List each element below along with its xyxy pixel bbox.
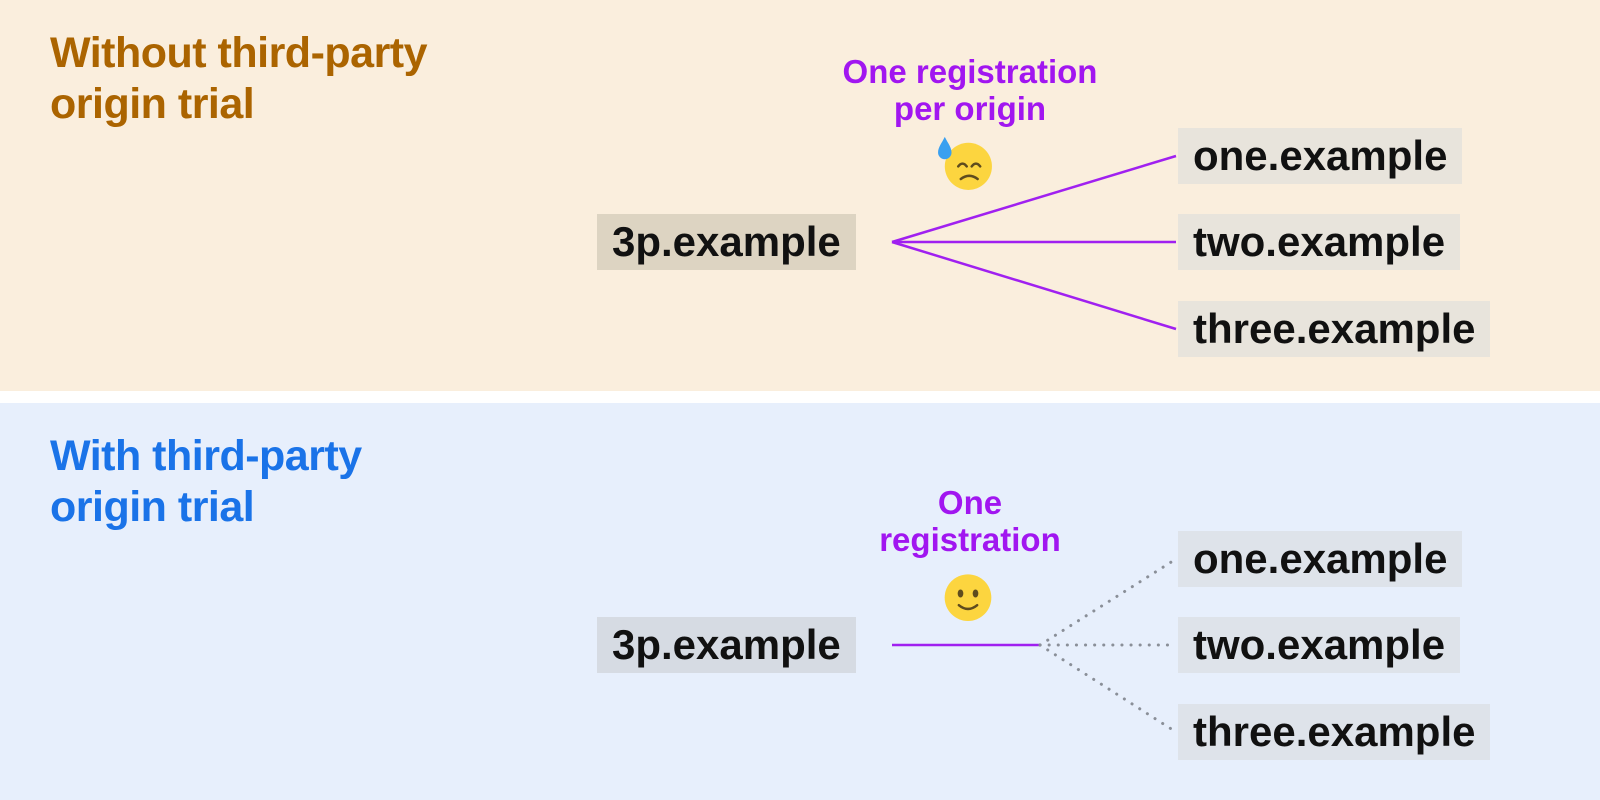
target-origin-label: one.example	[1178, 531, 1463, 587]
slightly-smiling-face-emoji-icon	[938, 566, 998, 626]
source-origin-label: 3p.example	[597, 214, 856, 270]
source-origin-label: 3p.example	[597, 617, 856, 673]
target-origin-label: two.example	[1178, 214, 1461, 270]
panel-separator	[0, 391, 1600, 403]
annotation-label: One registration	[879, 484, 1061, 558]
downcast-face-with-sweat-emoji-icon	[933, 132, 997, 194]
panel-title-with: With third-party origin trial	[50, 432, 362, 531]
target-origin-label: two.example	[1178, 617, 1461, 673]
target-origin-label: three.example	[1178, 301, 1491, 357]
panel-with-origin-trial: With third-party origin trial One regist…	[0, 403, 1600, 800]
target-origin-label: one.example	[1178, 128, 1463, 184]
annotation-label: One registration per origin	[842, 53, 1098, 127]
panel-without-origin-trial: Without third-party origin trial One reg…	[0, 0, 1600, 391]
panel-title-without: Without third-party origin trial	[50, 29, 428, 128]
target-origin-label: three.example	[1178, 704, 1491, 760]
